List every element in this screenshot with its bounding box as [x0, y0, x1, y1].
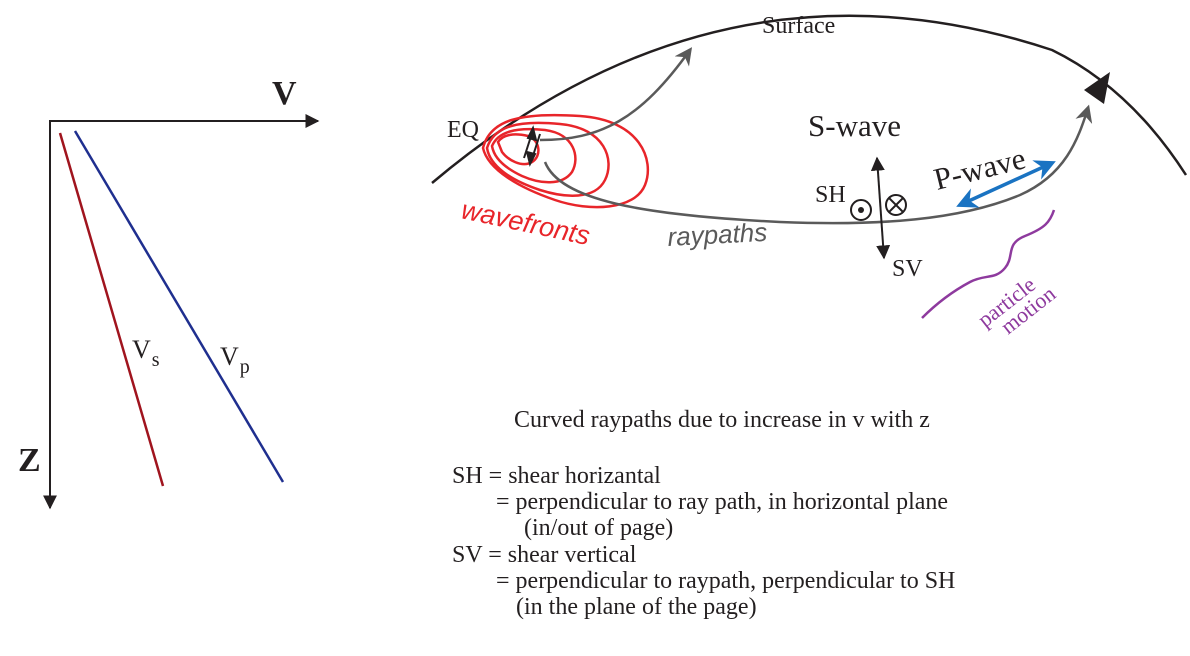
vp-label: Vp — [220, 342, 250, 378]
vs-label: Vs — [132, 335, 160, 371]
raypath-upgoing — [539, 47, 693, 142]
surface-label: Surface — [762, 13, 835, 39]
vp-line — [73, 130, 285, 483]
wavefronts-label: wavefronts — [459, 195, 593, 251]
caption-sv-definition: SV = shear vertical — [452, 542, 637, 568]
eq-label: EQ — [447, 117, 479, 143]
s-wave-label: S-wave — [808, 108, 901, 143]
sv-label: SV — [892, 256, 923, 282]
v-axis-label: V — [272, 75, 297, 112]
wavefront-1 — [481, 113, 650, 209]
wavefront-3 — [490, 128, 577, 184]
wavefront-4 — [496, 133, 540, 166]
into-page-cross-icon — [885, 194, 907, 216]
wavefront-2 — [485, 121, 610, 197]
sv-arrow — [870, 156, 891, 260]
out-of-page-dot-icon — [850, 199, 872, 221]
sh-label: SH — [815, 182, 846, 208]
caption-sh-note: (in/out of page) — [524, 515, 674, 541]
p-wave-motion-arrow — [956, 160, 1056, 208]
p-wave-label: P-wave — [930, 140, 1029, 196]
caption-sh-definition: SH = shear horizantal — [452, 463, 661, 489]
caption-sv-note: (in the plane of the page) — [516, 594, 757, 620]
caption-sh-detail: = perpendicular to ray path, in horizont… — [496, 489, 949, 515]
station-triangle-icon — [1084, 72, 1110, 104]
raypaths-label: raypaths — [667, 217, 768, 252]
vs-line — [58, 132, 165, 487]
z-axis-label: Z — [18, 442, 41, 479]
wavefronts — [481, 113, 650, 209]
particle-motion-squiggle — [921, 209, 1056, 319]
caption-sv-detail: = perpendicular to raypath, perpendicula… — [496, 568, 956, 594]
surface-arc — [431, 14, 1188, 184]
velocity-depth-plot: V Z Vs Vp — [18, 75, 320, 510]
caption-title: Curved raypaths due to increase in v wit… — [514, 407, 930, 433]
fault-arrows-icon — [523, 125, 541, 167]
wave-diagram: Surface EQ wavefronts raypaths S-wave — [431, 13, 1188, 339]
